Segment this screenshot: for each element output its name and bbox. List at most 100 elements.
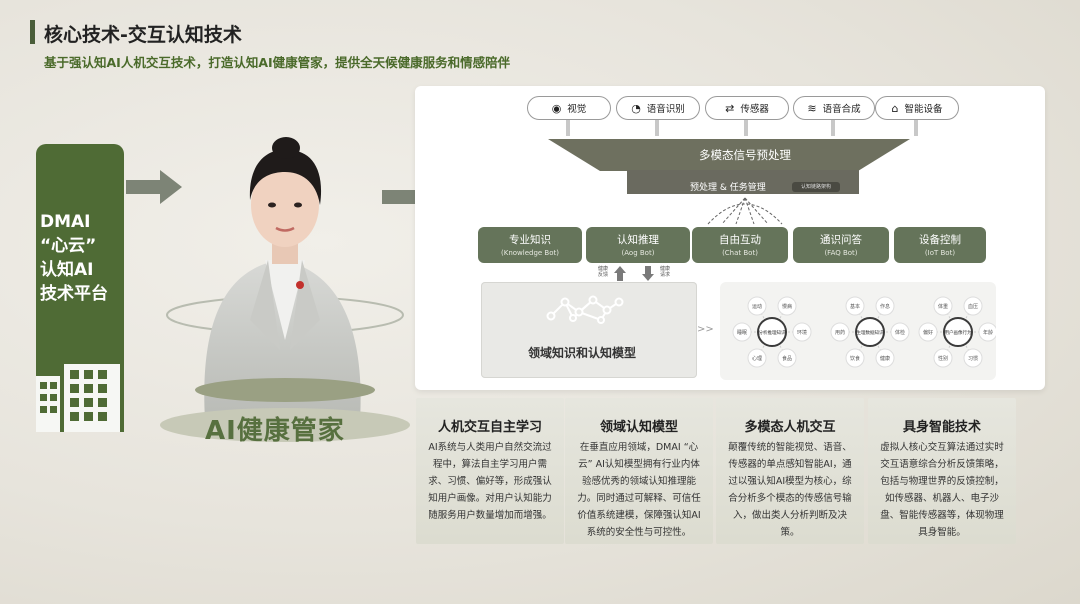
sensor-label: 智能设备 [904, 104, 943, 115]
sensor-label: 语音合成 [822, 104, 861, 115]
graph-hub-label: 分析推理知识 [759, 329, 786, 336]
dispatch-lines [707, 197, 783, 225]
graph-node [845, 348, 865, 368]
feature-body: 虚拟人核心交互算法通过实时交互语意综合分析反馈策略，包括与物理世界的反馈控制，如… [880, 442, 1004, 538]
graph-node-label: 慢病 [782, 303, 792, 310]
ear-icon: ◔ [631, 101, 641, 115]
connector [914, 120, 918, 136]
feature-column: 人机交互自主学习 AI系统与人类用户自然交流过程中，算法自主学习用户需求、习惯、… [416, 398, 564, 544]
title-accent-bar [30, 20, 35, 44]
sensor-speech-synthesis: ≋ 语音合成 [793, 96, 875, 120]
page-subtitle: 基于强认知AI人机交互技术，打造认知AI健康管家，提供全天候健康服务和情感陪伴 [44, 55, 511, 70]
graph-node-label: 体重 [938, 303, 948, 310]
feature-column: 领域认知模型 在垂直应用领域，DMAI “心云” AI认知模型拥有行业内体验感优… [565, 398, 713, 544]
graph-node-label: 食品 [782, 355, 792, 362]
bot-reasoning: 认知推理 (Aog Bot) [586, 227, 690, 263]
connector [744, 120, 748, 136]
graph-node-label: 用药 [835, 329, 845, 336]
graph-node [890, 322, 910, 342]
bot-en: (Knowledge Bot) [501, 249, 559, 257]
graph-node-label: 睡眠 [737, 329, 747, 336]
network-icon [546, 295, 624, 324]
domain-knowledge-label: 领域知识和认知模型 [528, 346, 637, 360]
graph-node [792, 322, 812, 342]
feature-column: 多模态人机交互 颠覆传统的智能视觉、语音、传感器的单点感知智能AI，通过以强认知… [716, 398, 864, 544]
graph-node [777, 348, 797, 368]
bot-faq: 通识问答(FAQ Bot) [793, 227, 889, 263]
bot-en: (IoT Bot) [924, 249, 956, 257]
knowledge-graph: 环境食品心理睡眠运动慢病分析推理知识体检健康饮食用药基本作息生理数据知识年龄习惯… [732, 296, 996, 368]
graph-node-label: 饮食 [850, 355, 860, 362]
feature-column: 具身智能技术 虚拟人核心交互算法通过实时交互语意综合分析反馈策略，包括与物理世界… [868, 398, 1016, 544]
feature-title: 人机交互自主学习 [437, 420, 542, 435]
platform-line: 技术平台 [40, 284, 108, 304]
chevron-right-icon: >> [697, 324, 714, 335]
graph-node-label: 偏好 [923, 329, 933, 336]
connector [831, 120, 835, 136]
feedback-label: 健康反馈 [598, 266, 609, 278]
graph-node [933, 296, 953, 316]
graph-node [747, 348, 767, 368]
waveform-icon: ≋ [807, 101, 817, 115]
sensor-sensors: ⇄ 传感器 [705, 96, 789, 120]
bot-iot: 设备控制 (IoT Bot) [894, 227, 986, 263]
graph-node-label: 心理 [752, 355, 762, 362]
funnel-label: 多模态信号预处理 [699, 148, 791, 162]
avatar [160, 137, 410, 442]
graph-node [963, 348, 983, 368]
architecture-tag: 认知链路架构 [792, 182, 840, 192]
request-label: 健康请求 [660, 266, 671, 278]
sensor-smart-device: ⌂ 智能设备 [875, 96, 959, 120]
building-icon [36, 364, 120, 432]
graph-node-label: 运动 [752, 303, 762, 310]
task-management-label: 预处理 & 任务管理 [690, 183, 766, 193]
graph-node [875, 296, 895, 316]
feature-title: 领域认知模型 [599, 420, 678, 435]
graph-hub-label: 生理数据知识 [857, 329, 884, 336]
platform-line: 认知AI [40, 260, 94, 280]
graph-node [747, 296, 767, 316]
graph-hub [943, 317, 973, 347]
graph-node-label: 血压 [968, 303, 978, 310]
graph-node [978, 322, 996, 342]
connector [566, 120, 570, 136]
graph-node-label: 习惯 [968, 355, 978, 362]
bot-en: (Aog Bot) [621, 249, 655, 257]
bot-en: (FAQ Bot) [824, 249, 858, 257]
bot-chat: 自由互动 (Chat Bot) [692, 227, 788, 263]
graph-node [933, 348, 953, 368]
bot-name: 认知推理 [617, 234, 659, 246]
preprocessing-funnel [548, 139, 910, 171]
graph-hub [855, 317, 885, 347]
graph-node-label: 年龄 [983, 329, 993, 336]
feature-title: 具身智能技术 [902, 420, 981, 435]
router-icon: ⌂ [891, 101, 899, 115]
sensor-label: 视觉 [567, 104, 587, 115]
feature-body: 在垂直应用领域，DMAI “心云” AI认知模型拥有行业内体验感优秀的领域认知推… [577, 442, 701, 538]
avatar-label: AI健康管家 [205, 416, 345, 446]
feature-title: 多模态人机交互 [744, 420, 836, 435]
graph-node-label: 健康 [880, 355, 890, 362]
bot-en: (Chat Bot) [722, 249, 758, 257]
platform-line: DMAI [40, 212, 91, 232]
connector [655, 120, 659, 136]
feedback-arrows [614, 266, 654, 281]
graph-node-label: 性别 [938, 355, 948, 362]
graph-node [875, 348, 895, 368]
graph-node [830, 322, 850, 342]
graph-node [845, 296, 865, 316]
feature-body: AI系统与人类用户自然交流过程中，算法自主学习用户需求、习惯、偏好等，形成强认知… [428, 442, 552, 521]
sensor-vision: ◉视觉 [527, 96, 611, 120]
graph-hub-label: 用户画像行为 [945, 329, 972, 336]
sensor-icon: ⇄ [725, 101, 735, 115]
graph-node-label: 基本 [850, 303, 860, 310]
sensor-label: 传感器 [740, 104, 769, 115]
platform-line: “心云” [40, 236, 97, 256]
bot-name: 设备控制 [919, 234, 961, 246]
graph-node [918, 322, 938, 342]
arrow-right-icon [126, 170, 182, 204]
bot-name: 专业知识 [509, 234, 551, 246]
bot-name: 自由互动 [719, 234, 761, 246]
sensor-speech-recognition: ◔语音识别 [616, 96, 700, 120]
bot-knowledge: 专业知识 (Knowledge Bot) [478, 227, 582, 263]
